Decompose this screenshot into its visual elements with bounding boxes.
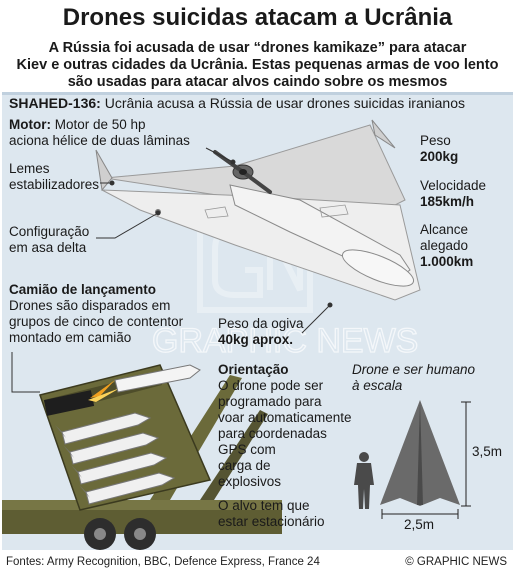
launch-truck-illustration bbox=[2, 352, 282, 550]
guidance-note: estar estacionário bbox=[218, 514, 325, 529]
guidance-line: voar automaticamente bbox=[218, 410, 352, 425]
watermark-text: GRAPHIC NEWS bbox=[152, 322, 418, 360]
dimension-arrow bbox=[381, 401, 471, 519]
credit: © GRAPHIC NEWS bbox=[405, 556, 507, 568]
subtitle-line: Kiev e outras cidades da Ucrânia. Estas … bbox=[16, 57, 499, 73]
launcher-title: Camião de lançamento bbox=[9, 282, 157, 297]
guidance-line: explosivos bbox=[218, 474, 282, 489]
wing-text: Configuração bbox=[9, 224, 90, 239]
guidance-note: O alvo tem que bbox=[218, 498, 310, 513]
spec-label: alegado bbox=[420, 238, 469, 253]
spec-label: Peso bbox=[420, 133, 451, 148]
sources: Fontes: Army Recognition, BBC, Defence E… bbox=[6, 556, 320, 568]
launcher-text: Drones são disparados em bbox=[9, 298, 171, 313]
warhead-text: Peso da ogiva bbox=[218, 316, 304, 331]
rudder-label: Lemes estabilizadores bbox=[9, 161, 99, 193]
spec-value: 1.000km bbox=[420, 254, 474, 269]
guidance-line: para coordenadas bbox=[218, 426, 327, 441]
motor-text: aciona hélice de duas lâminas bbox=[9, 133, 190, 148]
spec-label: Alcance bbox=[420, 222, 469, 237]
spec-value: 200kg bbox=[420, 149, 459, 164]
motor-title: Motor: bbox=[9, 117, 51, 132]
guidance-line: GPS com bbox=[218, 442, 276, 457]
guidance-block: Orientação O drone pode ser programado p… bbox=[218, 362, 352, 530]
launcher-label: Camião de lançamento Drones são disparad… bbox=[9, 282, 183, 346]
subtitle-line: A Rússia foi acusada de usar “drones kam… bbox=[48, 40, 467, 56]
warhead-value: 40kg aprox. bbox=[218, 332, 294, 347]
scale-caption: Drone e ser humano à escala bbox=[352, 362, 475, 394]
footer bbox=[0, 550, 515, 576]
spec-weight: Peso 200kg bbox=[420, 133, 458, 165]
warhead-label: Peso da ogiva 40kg aprox. bbox=[218, 316, 304, 348]
wing-text: em asa delta bbox=[9, 240, 87, 255]
human-silhouette bbox=[354, 452, 374, 509]
headline-text: Ucrânia acusa a Rússia de usar drones su… bbox=[100, 95, 466, 111]
scale-width: 2,5m bbox=[404, 517, 435, 532]
rudder-text: Lemes bbox=[9, 161, 50, 176]
subtitle-line: são usadas para atacar alvos caindo sobr… bbox=[67, 74, 448, 90]
delta-wing-silhouette bbox=[380, 400, 460, 506]
wing-label: Configuração em asa delta bbox=[9, 224, 89, 256]
motor-text: Motor de 50 hp bbox=[50, 117, 146, 132]
drone-model: SHAHED-136: bbox=[9, 95, 101, 111]
page-title: Drones suicidas atacam a Ucrânia bbox=[62, 4, 453, 31]
guidance-title: Orientação bbox=[218, 362, 289, 377]
guidance-line: carga de bbox=[218, 458, 271, 473]
subtitle: A Rússia foi acusada de usar “drones kam… bbox=[6, 40, 509, 91]
scale-height: 3,5m bbox=[472, 444, 503, 459]
spec-speed: Velocidade 185km/h bbox=[420, 178, 486, 210]
leader-lines bbox=[96, 147, 333, 334]
spec-range: Alcance alegado 1.000km bbox=[420, 222, 473, 270]
launcher-text: montado em camião bbox=[9, 330, 132, 345]
rudder-text: estabilizadores bbox=[9, 177, 100, 192]
drone-illustration bbox=[95, 119, 421, 301]
scale-caption-line: Drone e ser humano bbox=[352, 362, 476, 377]
guidance-line: O drone pode ser bbox=[218, 378, 324, 393]
motor-label: Motor: Motor de 50 hp aciona hélice de d… bbox=[9, 117, 190, 149]
spec-value: 185km/h bbox=[420, 194, 475, 209]
guidance-line: programado para bbox=[218, 394, 322, 409]
launcher-text: grupos de cinco de contentor bbox=[9, 314, 184, 329]
spec-label: Velocidade bbox=[420, 178, 487, 193]
scale-caption-line: à escala bbox=[352, 378, 403, 393]
headline: SHAHED-136: Ucrânia acusa a Rússia de us… bbox=[9, 95, 465, 111]
